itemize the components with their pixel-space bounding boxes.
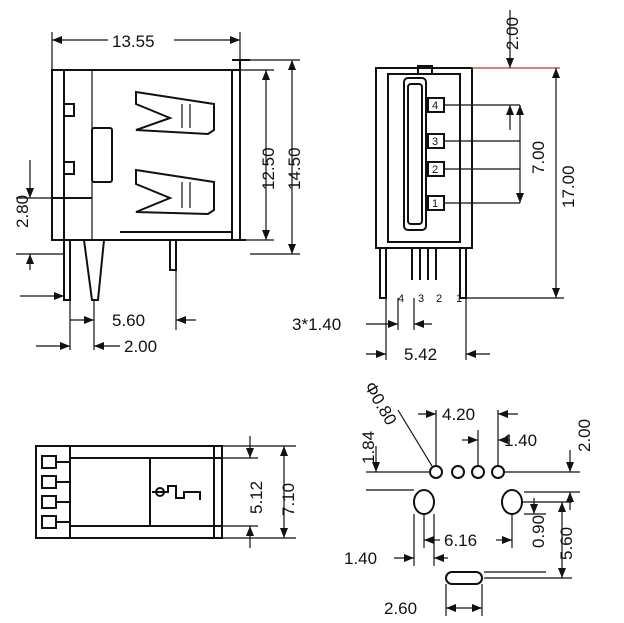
pin-label-bottom-3: 3 [418,293,424,305]
pin-label-bottom-2: 2 [436,293,442,305]
dim-total-height: 17.00 [559,165,578,208]
dim-width-top: 13.55 [112,32,155,51]
pcb-hole-2 [471,465,485,479]
pcb-mount-left [413,489,435,515]
pin-label-right-2: 2 [432,164,438,176]
dim-slot-length: 2.60 [384,599,417,618]
pcb-mount-right [501,489,523,515]
dim-pcb-top-offset: 2.00 [575,419,594,452]
pcb-slot [445,571,483,585]
pin-label-bottom-1: 1 [456,293,462,305]
dim-top-offset: 2.00 [503,17,522,50]
spring-contact-bottom [135,168,215,216]
spring-contact-top [135,90,215,136]
dim-bottom-inner: 5.12 [247,481,266,514]
pin-label-right-4: 4 [432,100,438,112]
dim-hole-diameter: Φ0.80 [361,379,401,429]
pcb-layout: Φ0.80 4.20 1.40 2.00 1.84 [344,379,594,619]
dim-bottom-outer: 7.10 [279,483,298,516]
dim-pin-pitch-vertical: 7.00 [529,141,548,174]
pcb-hole-3 [451,465,465,479]
pcb-hole-1 [491,465,505,479]
dim-pin-offset: 2.00 [124,337,157,356]
pcb-hole-4 [429,465,443,479]
front-body-outline [51,69,241,241]
dim-pin-pitch: 3*1.40 [292,315,341,334]
front-pin-right [169,240,177,271]
dim-hole-pitch: 1.40 [504,431,537,450]
dim-left-offset: 2.80 [13,195,32,228]
side-tongue [403,77,427,231]
dim-height-inner: 12.50 [259,147,278,190]
pin-label-right-1: 1 [432,198,438,210]
front-pin-left [63,240,71,301]
dim-pin-spacing: 5.60 [112,311,145,330]
dim-pin-span: 5.42 [404,345,437,364]
side-view: 4 3 2 1 4 3 2 1 2.00 7.00 17.00 [292,10,578,364]
dim-mount-span: 6.16 [444,531,477,550]
latch-hole-bottom [63,161,75,175]
front-pin-mid [83,239,105,301]
dim-pcb-left-offset: 1.84 [359,431,378,464]
bottom-body-outline [35,445,223,539]
front-view: 13.55 12.50 14.50 2.80 5.60 [13,30,304,356]
dim-mount-height-small: 0.90 [529,515,548,548]
bottom-view: 5.12 7.10 [35,436,298,548]
dim-hole-span: 4.20 [442,405,475,424]
latch-hole-top [63,103,75,117]
pin-label-bottom-4: 4 [398,293,404,305]
side-body-outline [375,67,473,249]
dim-mount-height-large: 5.60 [557,527,576,560]
dim-height-outer: 14.50 [285,147,304,190]
side-latch [91,127,113,183]
bottom-pin-trace [152,485,201,500]
pin-label-right-3: 3 [432,136,438,148]
dim-mount-width: 1.40 [344,549,377,568]
